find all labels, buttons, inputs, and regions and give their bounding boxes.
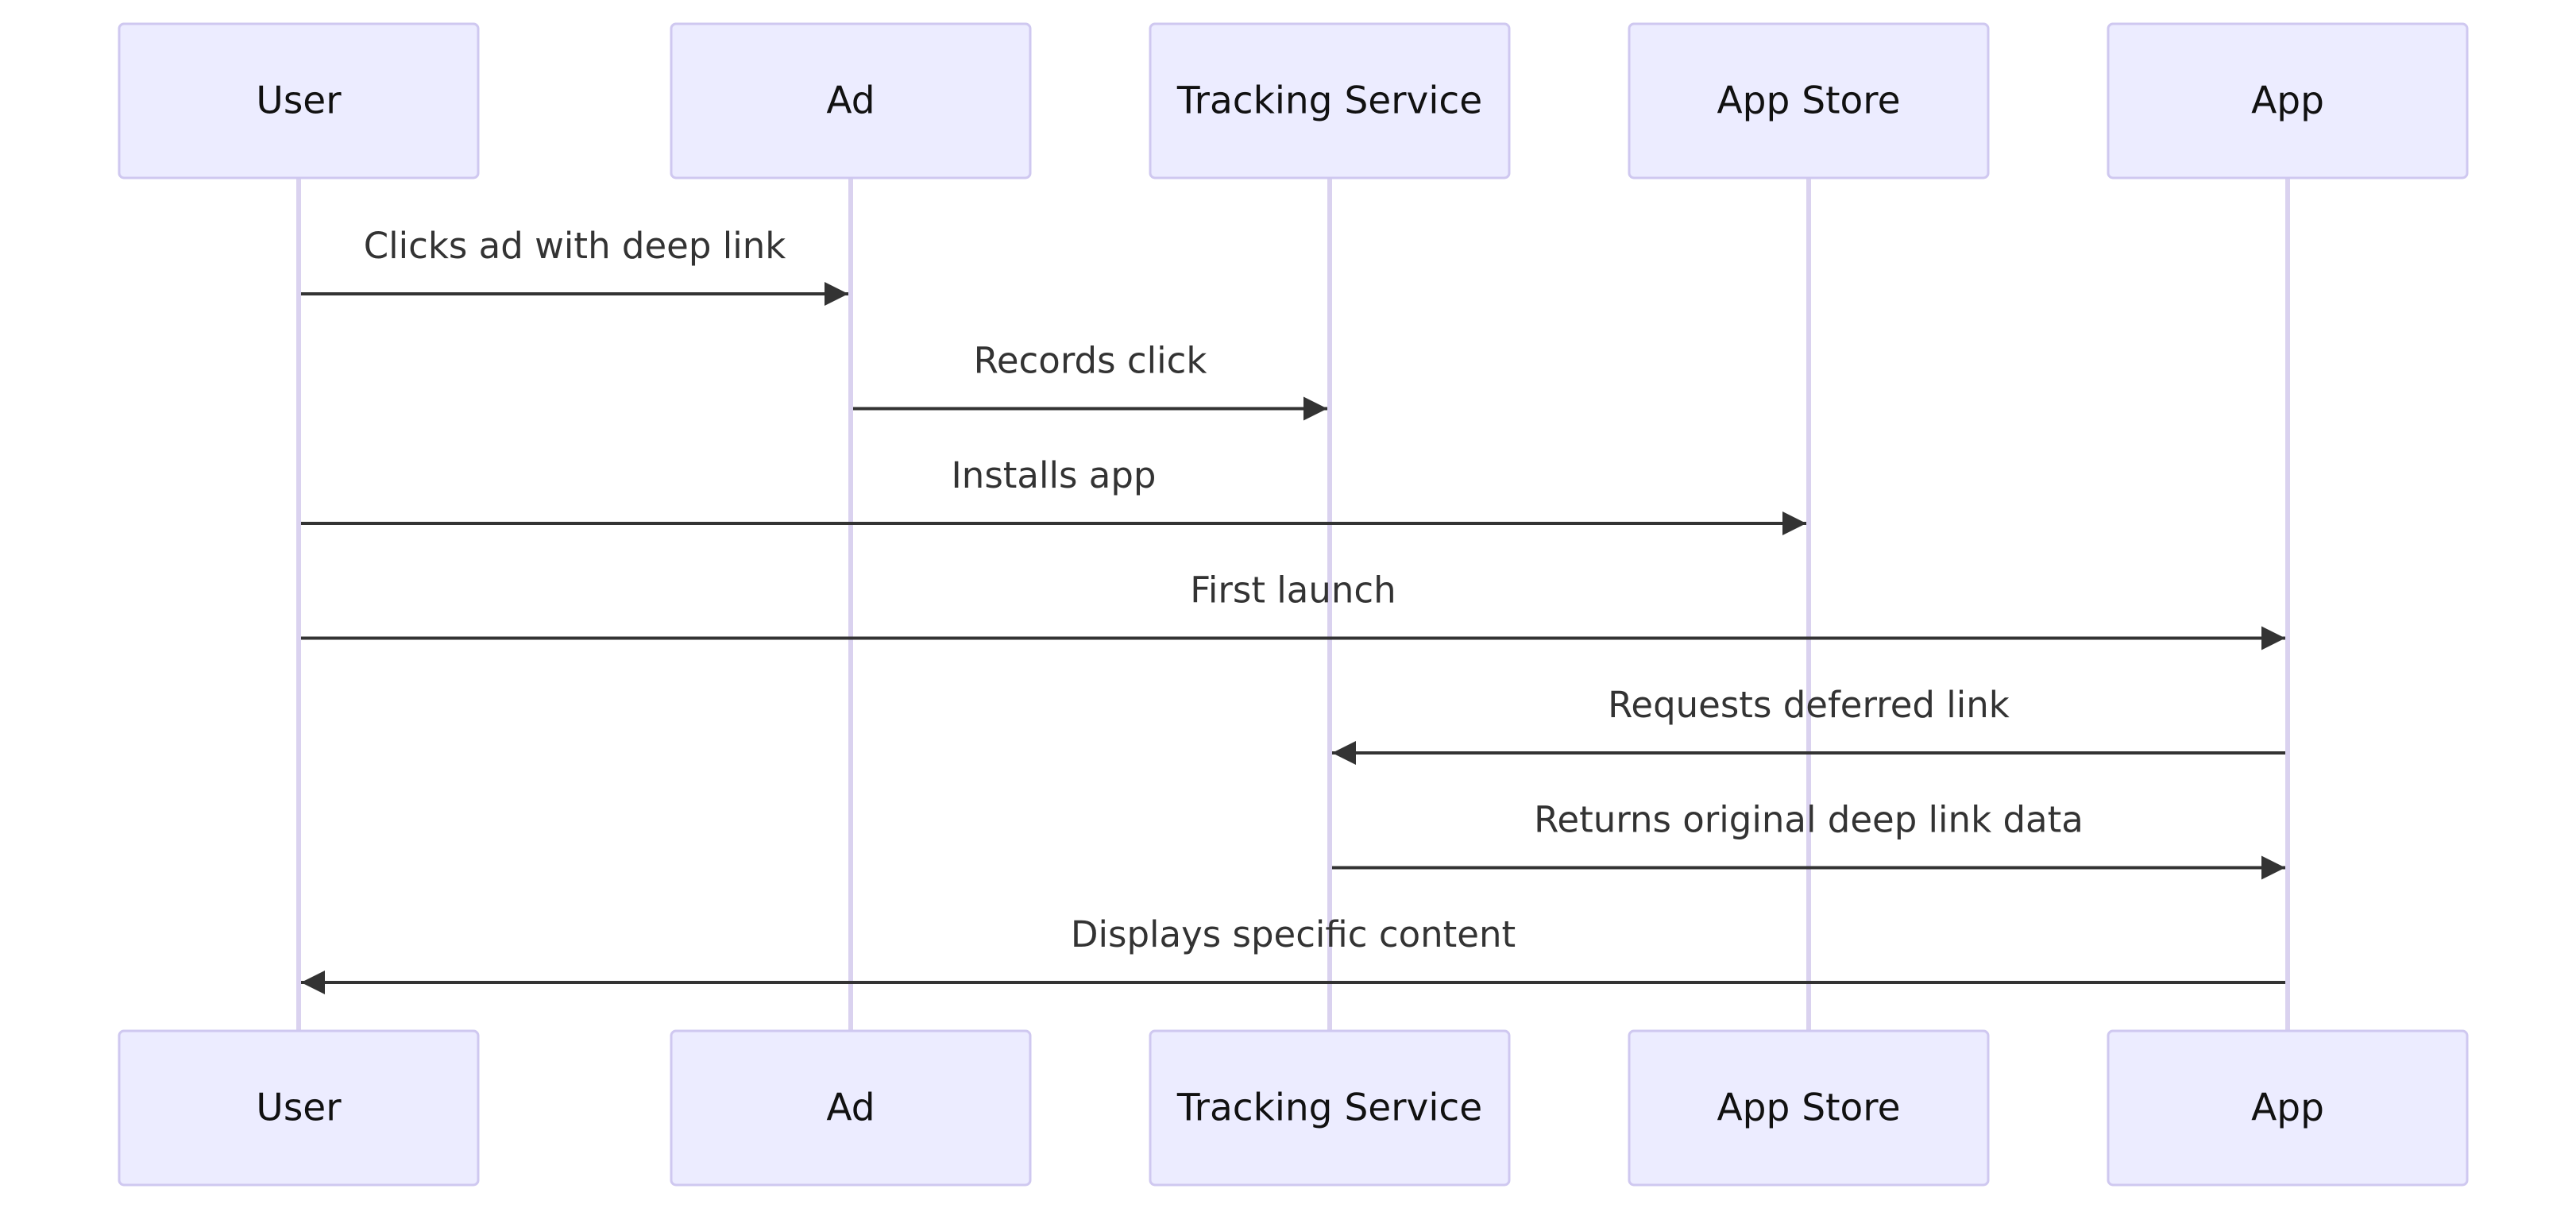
participant-box	[118, 22, 480, 179]
participant-label: App Store	[1717, 1086, 1901, 1130]
participant-box	[1149, 1029, 1511, 1187]
participant-app-top: App	[2107, 22, 2469, 179]
participant-label: App	[2251, 79, 2324, 123]
message-label: First launch	[1190, 569, 1396, 612]
message-2: Records click	[853, 340, 1327, 421]
message-4: First launch	[301, 569, 2285, 650]
participant-app-bottom: App	[2107, 1029, 2469, 1187]
message-7: Displays specific content	[301, 913, 2285, 994]
message-6: Returns original deep link data	[1332, 799, 2285, 880]
participant-user-bottom: User	[118, 1029, 480, 1187]
participant-box	[1149, 22, 1511, 179]
message-label: Clicks ad with deep link	[364, 225, 786, 267]
message-3: Installs app	[301, 454, 1806, 535]
participant-label: Ad	[826, 79, 875, 123]
participant-label: App	[2251, 1086, 2324, 1130]
participant-box	[670, 22, 1032, 179]
message-1: Clicks ad with deep link	[301, 225, 848, 306]
message-label: Installs app	[952, 454, 1157, 496]
participant-box	[1628, 1029, 1990, 1187]
participant-box	[118, 1029, 480, 1187]
participant-label: App Store	[1717, 79, 1901, 123]
message-label: Records click	[974, 340, 1207, 382]
participant-label: Ad	[826, 1086, 875, 1130]
participant-tracking-top: Tracking Service	[1149, 22, 1511, 179]
participant-box	[670, 1029, 1032, 1187]
participant-box	[1628, 22, 1990, 179]
participants-top: User Ad Tracking Service App Store App	[118, 22, 2469, 179]
participants-bottom: User Ad Tracking Service App Store App	[118, 1029, 2469, 1187]
lifelines	[296, 178, 2290, 1031]
participant-store-bottom: App Store	[1628, 1029, 1990, 1187]
participant-box	[2107, 22, 2469, 179]
participant-label: Tracking Service	[1176, 1086, 1482, 1130]
message-label: Returns original deep link data	[1534, 799, 2084, 841]
message-label: Requests deferred link	[1608, 684, 2010, 726]
participant-box	[2107, 1029, 2469, 1187]
participant-label: Tracking Service	[1176, 79, 1482, 123]
participant-ad-top: Ad	[670, 22, 1032, 179]
participant-user-top: User	[118, 22, 480, 179]
participant-store-top: App Store	[1628, 22, 1990, 179]
message-label: Displays specific content	[1071, 913, 1516, 955]
participant-tracking-bottom: Tracking Service	[1149, 1029, 1511, 1187]
participant-label: User	[256, 79, 342, 123]
participant-ad-bottom: Ad	[670, 1029, 1032, 1187]
message-5: Requests deferred link	[1332, 684, 2285, 765]
participant-label: User	[256, 1086, 342, 1130]
